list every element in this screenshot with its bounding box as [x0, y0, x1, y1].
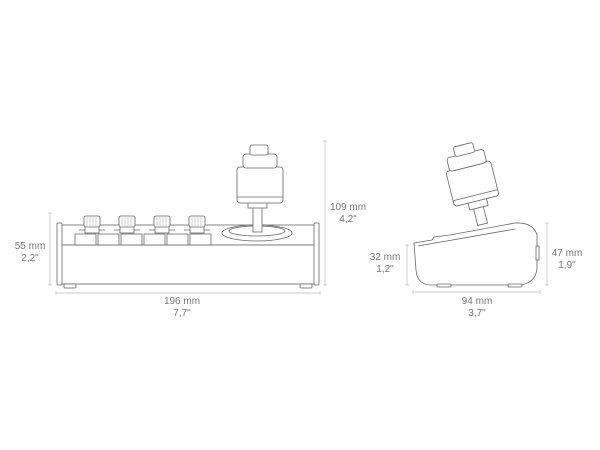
dimension-line-height-base — [48, 212, 52, 286]
front-height-base-in: 2,2" — [21, 253, 39, 264]
left-side-pillar — [56, 222, 63, 286]
side-depth-in: 3,7" — [468, 308, 486, 319]
side-height-back-mm: 47 mm — [551, 248, 583, 259]
front-height-total-mm: 109 mm — [329, 202, 367, 213]
front-width-in: 7,7" — [173, 308, 191, 319]
button-row — [74, 233, 212, 246]
front-body-panel — [59, 244, 317, 285]
front-height-total-in: 4,2" — [339, 214, 357, 225]
side-body — [413, 222, 538, 286]
dimension-line-height-back — [545, 222, 549, 286]
joystick-side-icon — [446, 142, 499, 227]
knob-icon — [184, 215, 210, 234]
side-depth-mm: 94 mm — [461, 296, 493, 307]
knob-icon — [79, 215, 105, 234]
side-foot-front — [436, 283, 452, 288]
front-view — [48, 140, 327, 295]
foot-right — [299, 283, 313, 289]
side-height-front-in: 1,2" — [376, 264, 394, 275]
knob-icon — [114, 215, 140, 234]
front-height-base-mm: 55 mm — [14, 241, 46, 252]
side-connector — [535, 245, 540, 261]
side-height-front-mm: 32 mm — [369, 252, 401, 263]
side-view — [405, 142, 549, 294]
dimension-line-height-total — [323, 140, 327, 286]
dimension-line-depth — [412, 290, 541, 294]
front-width-mm: 196 mm — [163, 296, 201, 307]
foot-left — [63, 283, 77, 289]
side-height-back-in: 1,9" — [558, 260, 576, 271]
side-foot-back — [507, 283, 523, 288]
dimension-line-width — [55, 291, 321, 295]
dimension-line-height-front — [405, 244, 409, 286]
joystick-icon — [221, 144, 293, 242]
right-side-pillar — [313, 222, 320, 286]
rotary-knobs — [79, 215, 210, 234]
knob-icon — [149, 215, 175, 234]
